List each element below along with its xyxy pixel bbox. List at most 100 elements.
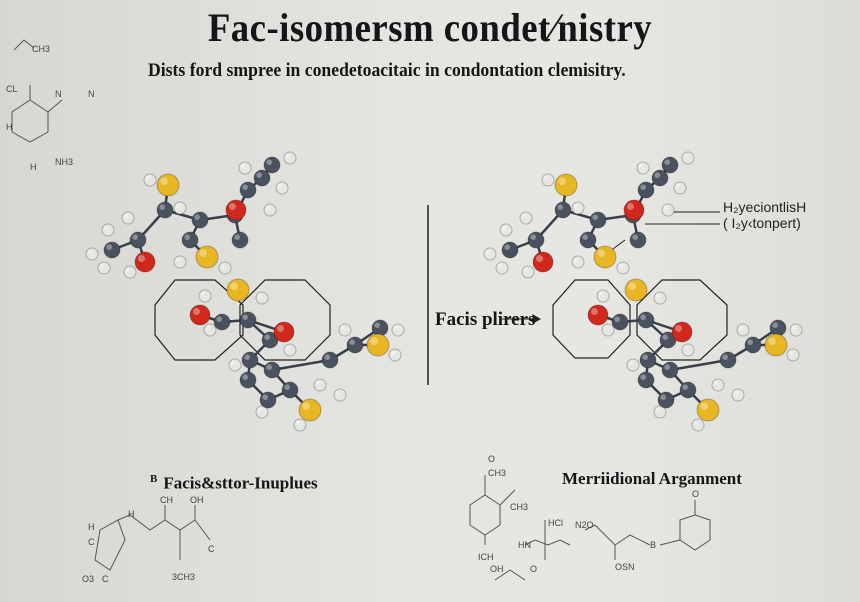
atom-highlight bbox=[618, 263, 624, 268]
left-carbon-atom bbox=[191, 211, 209, 229]
atom-highlight bbox=[768, 337, 777, 345]
atom-highlight bbox=[132, 234, 138, 240]
atom-highlight bbox=[324, 354, 331, 361]
left-carbon-atom bbox=[259, 391, 277, 409]
atom-highlight bbox=[664, 364, 670, 371]
atom-highlight bbox=[390, 350, 395, 355]
structure-atom-label: O bbox=[692, 489, 699, 499]
atom-highlight bbox=[184, 234, 190, 240]
right-hydrogen-atom bbox=[736, 323, 750, 337]
right-sulfur-atom bbox=[764, 333, 788, 357]
atom-highlight bbox=[335, 390, 340, 395]
right-hydrogen-atom bbox=[673, 181, 687, 195]
left-hydrogen-atom bbox=[228, 358, 242, 372]
left-carbon-atom bbox=[239, 181, 257, 199]
atom-highlight bbox=[229, 203, 236, 210]
atom-highlight bbox=[340, 325, 345, 330]
left-hydrogen-atom bbox=[391, 323, 405, 337]
atom-highlight bbox=[530, 234, 536, 240]
atom-highlight bbox=[772, 322, 778, 329]
right-carbon-atom bbox=[637, 311, 655, 329]
left-hydrogen-atom bbox=[275, 181, 289, 195]
right-carbon-atom bbox=[589, 211, 607, 229]
atom-highlight bbox=[295, 420, 300, 425]
structure-atom-label: H bbox=[128, 509, 135, 519]
atom-highlight bbox=[257, 293, 262, 298]
structure-atom-label: H bbox=[88, 522, 95, 532]
structure-atom-label: CH3 bbox=[32, 44, 50, 54]
atom-highlight bbox=[234, 234, 240, 240]
structure-atom-label: H bbox=[30, 162, 37, 172]
left-hydrogen-atom bbox=[333, 388, 347, 402]
atom-highlight bbox=[99, 263, 104, 268]
right-carbon-atom bbox=[611, 313, 629, 331]
atom-highlight bbox=[138, 255, 145, 262]
structure-atom-label: HN bbox=[518, 540, 531, 550]
left-carbon-atom bbox=[231, 231, 249, 249]
left-carbon-atom bbox=[263, 156, 281, 174]
left-hydrogen-atom bbox=[293, 418, 307, 432]
right-hydrogen-atom bbox=[661, 203, 675, 217]
left-hydrogen-atom bbox=[97, 261, 111, 275]
left-carbon-atom bbox=[181, 231, 199, 249]
left-hydrogen-atom bbox=[173, 201, 187, 215]
annotation-label-2: ( I₂y‹tonpert) bbox=[723, 215, 801, 231]
atom-highlight bbox=[220, 263, 225, 268]
atom-highlight bbox=[663, 205, 669, 210]
right-oxygen-atom bbox=[671, 321, 693, 343]
structure-atom-label: N bbox=[88, 89, 95, 99]
atom-highlight bbox=[194, 214, 200, 220]
atom-highlight bbox=[543, 175, 549, 180]
atom-highlight bbox=[788, 350, 794, 355]
left-oxygen-atom bbox=[134, 251, 156, 273]
structure-atom-label: O bbox=[488, 454, 495, 464]
left-carbon-atom bbox=[239, 371, 257, 389]
atom-highlight bbox=[230, 282, 238, 290]
structure-atom-label: N bbox=[55, 89, 62, 99]
atom-highlight bbox=[285, 345, 290, 350]
structure-atom-label: C bbox=[102, 574, 109, 584]
atom-highlight bbox=[523, 267, 529, 272]
atom-highlight bbox=[242, 184, 248, 190]
left-oxygen-atom bbox=[189, 304, 211, 326]
atom-highlight bbox=[558, 177, 567, 185]
atom-highlight bbox=[262, 394, 269, 401]
atom-highlight bbox=[614, 316, 620, 323]
left-hydrogen-atom bbox=[255, 405, 269, 419]
left-hydrogen-atom bbox=[283, 151, 297, 165]
atom-highlight bbox=[713, 380, 719, 385]
atom-highlight bbox=[700, 402, 709, 410]
atom-highlight bbox=[683, 153, 689, 158]
atom-highlight bbox=[598, 291, 604, 296]
atom-highlight bbox=[145, 175, 150, 180]
bond bbox=[669, 358, 729, 372]
atom-highlight bbox=[504, 244, 511, 250]
atom-highlight bbox=[160, 177, 168, 185]
right-carbon-atom bbox=[527, 231, 545, 249]
atom-highlight bbox=[485, 249, 490, 254]
atom-highlight bbox=[284, 384, 291, 391]
atom-highlight bbox=[654, 172, 660, 178]
atom-highlight bbox=[103, 225, 108, 230]
right-hydrogen-atom bbox=[495, 261, 509, 275]
atom-highlight bbox=[791, 325, 797, 330]
right-hydrogen-atom bbox=[789, 323, 803, 337]
atom-highlight bbox=[747, 339, 753, 346]
right-hydrogen-atom bbox=[786, 348, 800, 362]
caption-marker: B bbox=[150, 473, 158, 485]
left-hydrogen-atom bbox=[198, 289, 212, 303]
atom-highlight bbox=[638, 163, 644, 168]
atom-highlight bbox=[266, 159, 273, 165]
atom-highlight bbox=[257, 407, 262, 412]
right-hydrogen-atom bbox=[616, 261, 630, 275]
atom-highlight bbox=[664, 159, 670, 165]
structure-atom-label: OH bbox=[490, 564, 504, 574]
right-oxygen-atom bbox=[532, 251, 554, 273]
atom-highlight bbox=[393, 325, 398, 330]
structure-atom-label: HCl bbox=[548, 518, 563, 528]
left-hydrogen-atom bbox=[173, 255, 187, 269]
left-sulfur-atom bbox=[195, 245, 219, 269]
right-hydrogen-atom bbox=[681, 151, 695, 165]
atom-highlight bbox=[573, 257, 579, 262]
